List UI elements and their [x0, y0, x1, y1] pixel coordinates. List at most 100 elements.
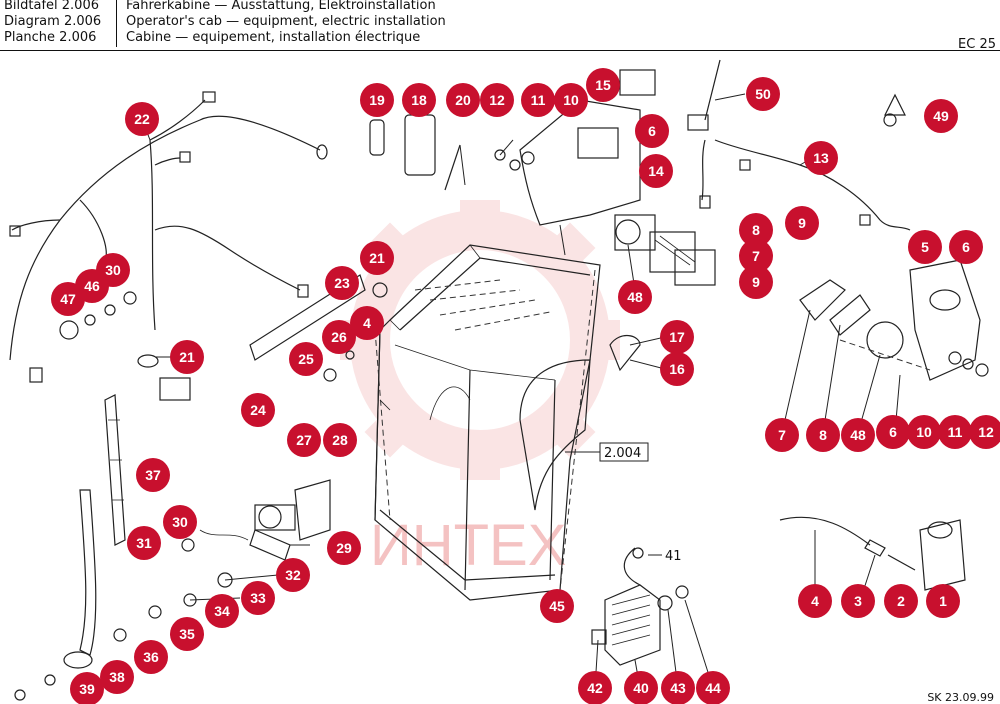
callout-23: 23	[325, 266, 359, 300]
callout-32: 32	[276, 558, 310, 592]
callout-8b: 8	[806, 418, 840, 452]
callout-21b: 21	[170, 340, 204, 374]
washer-bottle	[779, 516, 966, 591]
ref-box-label: 2.004	[604, 446, 641, 461]
diagram-label-de: Bildtafel 2.006	[4, 0, 99, 13]
callout-19: 19	[360, 83, 394, 117]
svg-text:9: 9	[752, 274, 760, 290]
svg-text:39: 39	[79, 681, 95, 697]
watermark-text: ИНТЕХ	[370, 513, 566, 578]
callout-22: 22	[125, 102, 159, 136]
callout-6c: 6	[876, 415, 910, 449]
svg-text:21: 21	[369, 250, 385, 266]
callout-5: 5	[908, 230, 942, 264]
callout-47: 47	[51, 282, 85, 316]
svg-text:8: 8	[819, 427, 827, 443]
svg-text:21: 21	[179, 349, 195, 365]
callout-16: 16	[660, 352, 694, 386]
callout-44: 44	[696, 671, 730, 704]
callout-38: 38	[100, 660, 134, 694]
callout-13: 13	[804, 141, 838, 175]
header-separator	[116, 0, 117, 47]
callout-12b: 12	[969, 415, 1000, 449]
callout-35: 35	[170, 617, 204, 651]
callout-29: 29	[327, 531, 361, 565]
title-en: Operator's cab — equipment, electric ins…	[126, 14, 446, 29]
callout-9: 9	[785, 206, 819, 240]
diagram-label-fr: Planche 2.006	[4, 30, 97, 45]
svg-text:30: 30	[105, 262, 121, 278]
svg-text:12: 12	[489, 92, 505, 108]
svg-text:10: 10	[916, 424, 932, 440]
callout-30b: 30	[163, 505, 197, 539]
wiring-harness-main	[9, 91, 328, 401]
svg-text:37: 37	[145, 467, 161, 483]
callout-11b: 11	[938, 415, 972, 449]
callout-39: 39	[70, 672, 104, 704]
callout-48b: 48	[841, 418, 875, 452]
callout-6b: 6	[949, 230, 983, 264]
callout-2: 2	[884, 584, 918, 618]
svg-text:20: 20	[455, 92, 471, 108]
svg-text:34: 34	[214, 603, 230, 619]
callout-43: 43	[661, 671, 695, 704]
model-code: EC 25	[958, 37, 996, 52]
svg-text:12: 12	[978, 424, 994, 440]
callout-7b: 7	[765, 418, 799, 452]
svg-text:16: 16	[669, 361, 685, 377]
callout-42: 42	[578, 671, 612, 704]
svg-text:40: 40	[633, 680, 649, 696]
svg-text:28: 28	[332, 432, 348, 448]
callout-1: 1	[926, 584, 960, 618]
svg-text:13: 13	[813, 150, 829, 166]
svg-text:48: 48	[850, 427, 866, 443]
svg-text:36: 36	[143, 649, 159, 665]
svg-text:15: 15	[595, 77, 611, 93]
svg-text:31: 31	[136, 535, 152, 551]
callout-24: 24	[241, 393, 275, 427]
svg-text:44: 44	[705, 680, 721, 696]
svg-text:38: 38	[109, 669, 125, 685]
title-fr: Cabine — equipement, installation électr…	[126, 30, 421, 45]
svg-text:4: 4	[363, 315, 371, 331]
callout-8: 8	[739, 213, 773, 247]
callout-11: 11	[521, 83, 555, 117]
callout-7: 7	[739, 239, 773, 273]
callout-37: 37	[136, 458, 170, 492]
callout-10b: 10	[907, 415, 941, 449]
callout-49: 49	[924, 99, 958, 133]
wiper-motor	[199, 479, 331, 561]
svg-text:11: 11	[948, 424, 963, 440]
svg-text:7: 7	[752, 248, 760, 264]
wiring-harness-13	[714, 139, 911, 231]
svg-text:29: 29	[336, 540, 352, 556]
callout-21: 21	[360, 241, 394, 275]
callout-6: 6	[635, 114, 669, 148]
callout-20: 20	[446, 83, 480, 117]
svg-text:45: 45	[549, 598, 565, 614]
callout-17: 17	[660, 320, 694, 354]
cab-frame	[374, 244, 601, 601]
svg-text:50: 50	[755, 86, 771, 102]
callout-18: 18	[402, 83, 436, 117]
svg-text:26: 26	[331, 329, 347, 345]
callout-14: 14	[639, 154, 673, 188]
callout-4b: 4	[798, 584, 832, 618]
svg-text:25: 25	[298, 351, 314, 367]
svg-text:14: 14	[648, 163, 664, 179]
svg-text:6: 6	[648, 123, 656, 139]
svg-text:4: 4	[811, 593, 819, 609]
svg-text:6: 6	[962, 239, 970, 255]
callout-34: 34	[205, 594, 239, 628]
callout-28: 28	[323, 423, 357, 457]
callout-36: 36	[134, 640, 168, 674]
svg-text:47: 47	[60, 291, 76, 307]
svg-text:33: 33	[250, 590, 266, 606]
header-bottom-rule	[0, 50, 1000, 51]
svg-text:9: 9	[798, 215, 806, 231]
title-de: Fahrerkabine — Ausstattung, Elektroinsta…	[126, 0, 436, 13]
svg-text:27: 27	[296, 432, 312, 448]
svg-text:5: 5	[921, 239, 929, 255]
wiper-assembly	[63, 394, 126, 669]
